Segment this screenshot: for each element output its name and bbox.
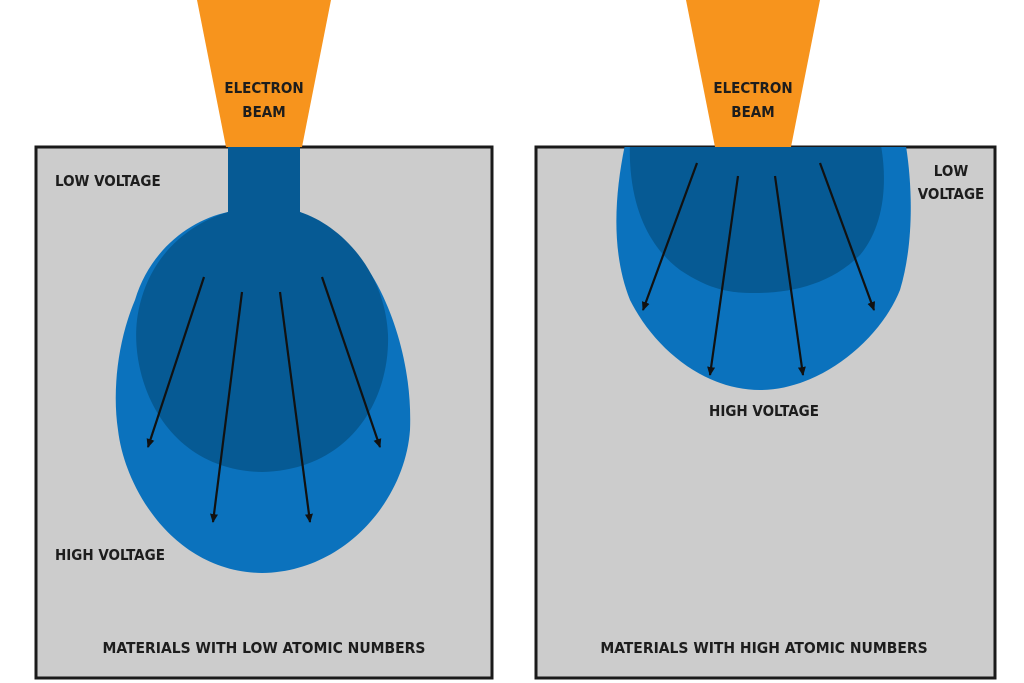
left-beam-label-line1: ELECTRON — [224, 79, 303, 97]
right-beam-label-line2: BEAM — [731, 103, 774, 121]
left-arrow-3 — [278, 291, 313, 523]
right-beam-label-line1: ELECTRON — [713, 79, 792, 97]
right-low-voltage-label-line1: LOW — [934, 162, 969, 180]
right-caption: MATERIALS WITH HIGH ATOMIC NUMBERS — [600, 639, 927, 657]
right-arrow-4 — [818, 162, 876, 311]
right-high-voltage-label: HIGH VOLTAGE — [709, 402, 819, 420]
right-low-voltage-volume — [629, 147, 884, 293]
right-electron-beam — [686, 0, 820, 147]
left-beam-label-line2: BEAM — [242, 103, 285, 121]
left-low-voltage-label: LOW VOLTAGE — [55, 172, 161, 190]
right-electron-arrows — [641, 162, 876, 376]
right-arrow-3 — [773, 175, 806, 376]
left-arrow-1 — [146, 276, 206, 448]
left-interaction-volume — [115, 147, 411, 573]
left-high-voltage-label: HIGH VOLTAGE — [55, 546, 165, 564]
left-low-voltage-volume — [136, 147, 389, 472]
left-panel: ELECTRON BEAM LOW VOLTAGE HIGH VOLTAGE M… — [34, 0, 494, 680]
left-electron-beam — [197, 0, 331, 147]
right-low-voltage-label-line2: VOLTAGE — [918, 185, 985, 203]
right-arrow-2 — [707, 175, 740, 376]
left-caption: MATERIALS WITH LOW ATOMIC NUMBERS — [103, 639, 426, 657]
left-arrow-2 — [210, 291, 244, 523]
left-electron-arrows — [146, 276, 382, 523]
left-arrow-4 — [320, 276, 382, 448]
right-panel: ELECTRON BEAM LOW VOLTAGE HIGH VOLTAGE M… — [534, 0, 997, 680]
right-arrow-1 — [641, 162, 699, 311]
